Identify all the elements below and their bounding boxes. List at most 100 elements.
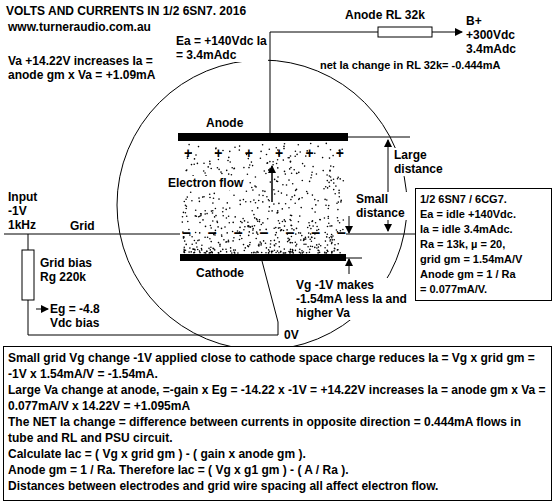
electron-dot: [292, 250, 294, 252]
electron-dot: [251, 161, 253, 163]
electron-dot: [247, 221, 249, 223]
electron-dot: [324, 252, 326, 254]
electron-dot: [324, 217, 326, 219]
electron-dot: [189, 247, 191, 249]
electron-dot: [310, 143, 312, 145]
electron-dot: [197, 249, 199, 251]
electron-dot: [333, 179, 335, 181]
wire: [28, 300, 29, 335]
electron-dot: [285, 203, 287, 205]
electron-dot: [289, 219, 291, 221]
electron-dot: [296, 189, 298, 191]
electron-dot: [209, 194, 211, 196]
electron-dot: [184, 201, 186, 203]
electron-dot: [296, 173, 298, 175]
electron-dot: [212, 202, 214, 204]
electron-dot: [312, 166, 314, 168]
electron-dot: [271, 251, 273, 253]
electron-dot: [276, 163, 278, 165]
electron-dot: [278, 241, 280, 243]
electron-dot: [272, 161, 274, 163]
electron-dot: [317, 252, 319, 254]
electron-dot: [307, 193, 309, 195]
electron-dot: [192, 248, 194, 250]
electron-dot: [340, 200, 342, 202]
electron-dot: [206, 251, 208, 253]
electron-dot: [301, 197, 303, 199]
grid-wires: – – – – – – –: [182, 225, 346, 241]
electron-dot: [182, 216, 184, 218]
electron-dot: [237, 252, 239, 254]
electron-dot: [200, 213, 202, 215]
electron-dot: [252, 189, 254, 191]
electron-dot: [304, 165, 306, 167]
electron-dot: [279, 223, 281, 225]
electron-dot: [298, 172, 300, 174]
electron-dot: [339, 196, 341, 198]
electron-dot: [339, 178, 341, 180]
electron-dot: [328, 182, 330, 184]
supply-label: B+ +300Vdc 3.4mAdc: [466, 14, 528, 56]
wire: [28, 234, 29, 250]
electron-dot: [327, 244, 329, 246]
electron-dot: [268, 252, 270, 254]
electron-dot: [243, 167, 245, 169]
electron-dot: [191, 200, 193, 202]
electron-dot: [316, 247, 318, 249]
electron-dot: [318, 250, 320, 252]
electron-dot: [284, 219, 286, 221]
electron-dot: [333, 250, 335, 252]
electron-dot: [193, 252, 195, 254]
electron-dot: [303, 251, 305, 253]
electron-dot: [271, 252, 273, 254]
electron-dot: [278, 220, 280, 222]
electron-dot: [283, 252, 285, 254]
electron-dot: [190, 251, 192, 253]
electron-dot: [314, 211, 316, 213]
electron-dot: [326, 143, 328, 145]
electron-dot: [185, 212, 187, 214]
electron-dot: [209, 163, 211, 165]
electron-dot: [261, 252, 263, 254]
electron-dot: [214, 216, 216, 218]
electron-dot: [234, 167, 236, 169]
electron-dot: [329, 186, 331, 188]
cathode-plate: [180, 254, 346, 261]
cathode-lead: [262, 261, 278, 335]
electron-dot: [255, 252, 257, 254]
electron-dot: [240, 221, 242, 223]
box-text: The NET Ia change = difference between c…: [8, 414, 547, 446]
electron-dot: [213, 248, 215, 250]
resistor-symbol: [22, 250, 34, 300]
electron-dot: [264, 191, 266, 193]
electron-dot: [325, 205, 327, 207]
electron-dot: [280, 251, 282, 253]
electron-dot: [306, 191, 308, 193]
electron-dot: [330, 176, 332, 178]
electron-dot: [218, 252, 220, 254]
electron-dot: [328, 222, 330, 224]
electron-dot: [199, 252, 201, 254]
voltage-label: Eg = -4.8 Vdc bias: [50, 302, 114, 330]
electron-dot: [253, 199, 255, 201]
electron-dot: [206, 251, 208, 253]
electron-dot: [326, 174, 328, 176]
electron-dot: [201, 248, 203, 250]
electron-dot: [194, 252, 196, 254]
electron-dot: [186, 216, 188, 218]
grid-wire: [4, 234, 180, 235]
electron-dot: [259, 221, 261, 223]
electron-dot: [229, 207, 231, 209]
electron-dot: [326, 252, 328, 254]
electron-dot: [188, 251, 190, 253]
electron-dot: [201, 245, 203, 247]
electron-dot: [333, 182, 335, 184]
electron-dot: [314, 247, 316, 249]
electron-dot: [215, 215, 217, 217]
electron-dot: [291, 172, 293, 174]
electron-dot: [312, 194, 314, 196]
electron-dot: [260, 244, 262, 246]
electron-dot: [288, 179, 290, 181]
box-text: Calculate Iac = ( Vg x grid gm ) - ( gai…: [8, 446, 547, 462]
electron-dot: [185, 170, 187, 172]
